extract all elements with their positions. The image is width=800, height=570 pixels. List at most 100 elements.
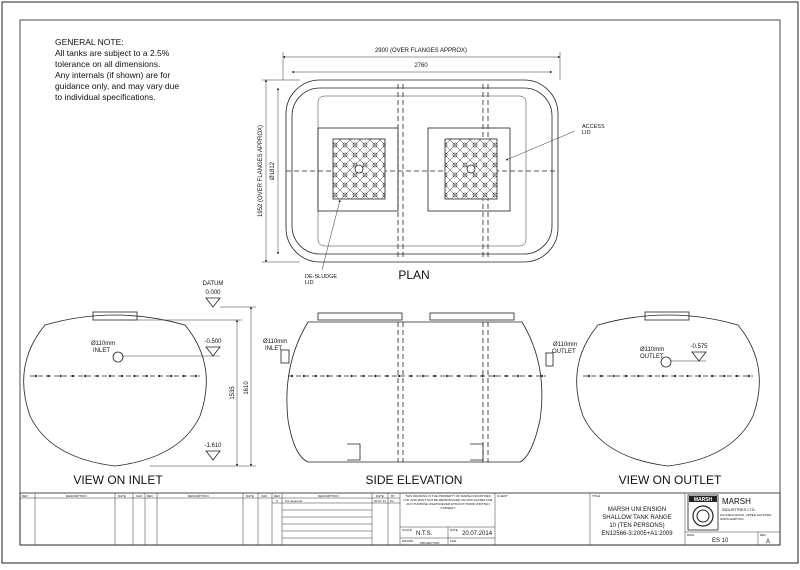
rev-header: BY — [391, 494, 395, 498]
general-note-line: Any internals (if shown) are for — [55, 70, 170, 80]
rev-entry-description: For Approval — [285, 499, 302, 503]
general-note-line: guidance only, and may vary due — [55, 81, 179, 91]
outlet-level-marker — [691, 351, 707, 362]
inlet-level-marker — [205, 346, 221, 357]
title-label: TITLE — [592, 494, 600, 498]
outlet-view: Ø110mm OUTLET -0.575 VIEW ON OUTLET — [576, 311, 760, 487]
desludge-lid-frame — [317, 127, 399, 212]
rivet-marker — [505, 374, 508, 378]
side-foot-right — [470, 443, 484, 461]
access-lid-leader — [505, 130, 576, 161]
rev-header: REV — [274, 494, 280, 498]
client-label: CLIENT — [497, 494, 508, 498]
dim-1535-label: 1535 — [230, 386, 236, 400]
rivet-marker — [469, 374, 472, 378]
company-name: MARSH — [722, 497, 751, 506]
rivet-marker — [362, 374, 365, 378]
date-value: 20.07.2014 — [462, 531, 493, 537]
rev-entry-by: P.L. — [390, 499, 395, 503]
base-level-marker — [205, 450, 221, 461]
inlet-level-label: -0.500 — [204, 339, 222, 345]
rivet-marker — [59, 374, 62, 378]
rivet-marker — [517, 374, 520, 378]
general-note-line: to individual specifications. — [55, 92, 156, 102]
access-lid-label: ACCESS — [582, 124, 605, 130]
side-inlet-label: INLET — [265, 346, 282, 352]
rivet-marker — [133, 374, 136, 378]
rivet-marker — [747, 374, 751, 378]
outlet-level-label: -0.575 — [690, 344, 708, 350]
general-note: GENERAL NOTE: All tanks are subject to a… — [55, 37, 179, 102]
rivet-marker — [350, 374, 353, 378]
company-logo-bar — [689, 496, 717, 502]
general-note-line: All tanks are subject to a 2.5% — [55, 48, 170, 58]
rivet-marker — [481, 374, 484, 378]
rivet-marker — [182, 374, 185, 378]
rivet-marker — [637, 374, 640, 378]
rivet-marker — [540, 374, 544, 378]
dim-2900-label: 2900 (OVER FLANGES APPROX) — [375, 48, 467, 54]
drawing-title-line: 10 (TEN PERSONS) — [609, 523, 664, 529]
rivet-marker — [314, 374, 317, 378]
scale-label: SCALE — [402, 528, 412, 532]
company-logo-text: MARSH — [694, 497, 713, 503]
rivet-marker — [735, 374, 738, 378]
rivet-marker — [723, 374, 726, 378]
rev-header: CHK — [136, 494, 142, 498]
revision-table-2: REV DESCRIPTION DATE BY A For Approval 2… — [272, 493, 401, 545]
rivet-marker — [624, 374, 628, 378]
side-turret-right — [429, 312, 515, 321]
rivet-marker — [674, 374, 677, 378]
side-foot-left — [347, 443, 361, 461]
rivet-marker — [493, 374, 496, 378]
inlet-view: Ø110mm INLET DATUM 0.000 -0.500 -1.610 1… — [23, 281, 256, 487]
rivet-marker — [587, 374, 591, 378]
rev-header: DATE — [246, 494, 254, 498]
datum-marker — [205, 297, 221, 308]
drawing-title-block: TITLE MARSH UNI:ENSIGN SHALLOW TANK RANG… — [589, 493, 673, 545]
rivet-marker — [433, 374, 436, 378]
file-label: FILE — [450, 539, 456, 543]
rivet-marker — [96, 374, 99, 378]
drawn-label: DRAWN — [402, 539, 413, 543]
side-outlet-spigot — [545, 352, 554, 367]
dim-2760-label: 2760 — [414, 63, 428, 69]
outlet-pipe-circle — [660, 356, 672, 368]
access-lid-center — [466, 164, 476, 174]
scale-block: THIS DRAWING IS THE PROPERTY OF MARSH IN… — [400, 493, 508, 545]
side-inlet-spigot — [280, 349, 290, 364]
datum-value: 0.000 — [205, 290, 221, 296]
rev-header: DESCRIPTION — [188, 494, 209, 498]
inlet-view-inlet-label: INLET — [93, 348, 110, 354]
rivet-marker — [302, 374, 306, 378]
rivet-marker — [421, 374, 425, 378]
drawing-title-line: EN12566-3:2005+A1:2009 — [601, 531, 673, 537]
rivet-marker — [649, 374, 652, 378]
dwg-label: DWG — [687, 533, 695, 537]
rivet-marker — [34, 374, 38, 378]
outlet-view-title: VIEW ON OUTLET — [619, 473, 722, 487]
rivet-marker — [108, 374, 111, 378]
desludge-lid-label: LID — [305, 280, 314, 286]
rivet-marker — [374, 374, 377, 378]
plan-title: PLAN — [398, 268, 429, 282]
rev-header: REV — [22, 494, 28, 498]
side-elevation: Ø110mm INLET Ø110mm OUTLET SIDE ELEVATIO… — [263, 312, 577, 487]
company-name-sub: INDUSTRIES LTD. — [722, 507, 756, 512]
rivet-marker — [157, 374, 161, 378]
side-outlet-label: OUTLET — [552, 349, 576, 355]
drawing-title-line: SHALLOW TANK RANGE — [602, 515, 671, 521]
rivet-marker — [600, 374, 603, 378]
outlet-view-outlet-label: Ø110mm — [640, 347, 664, 353]
rev-header: DESCRIPTION — [318, 494, 339, 498]
outlet-view-outlet-label: OUTLET — [640, 354, 664, 360]
general-note-line: tolerance on all dimensions. — [55, 59, 160, 69]
rivet-marker — [457, 374, 460, 378]
rev-label: REV — [760, 533, 766, 537]
rivet-marker — [528, 374, 532, 378]
drawing-title-line: MARSH UNI:ENSIGN — [608, 507, 666, 513]
dwg-number: ES 10 — [712, 538, 729, 544]
date-label: DATE — [450, 528, 458, 532]
